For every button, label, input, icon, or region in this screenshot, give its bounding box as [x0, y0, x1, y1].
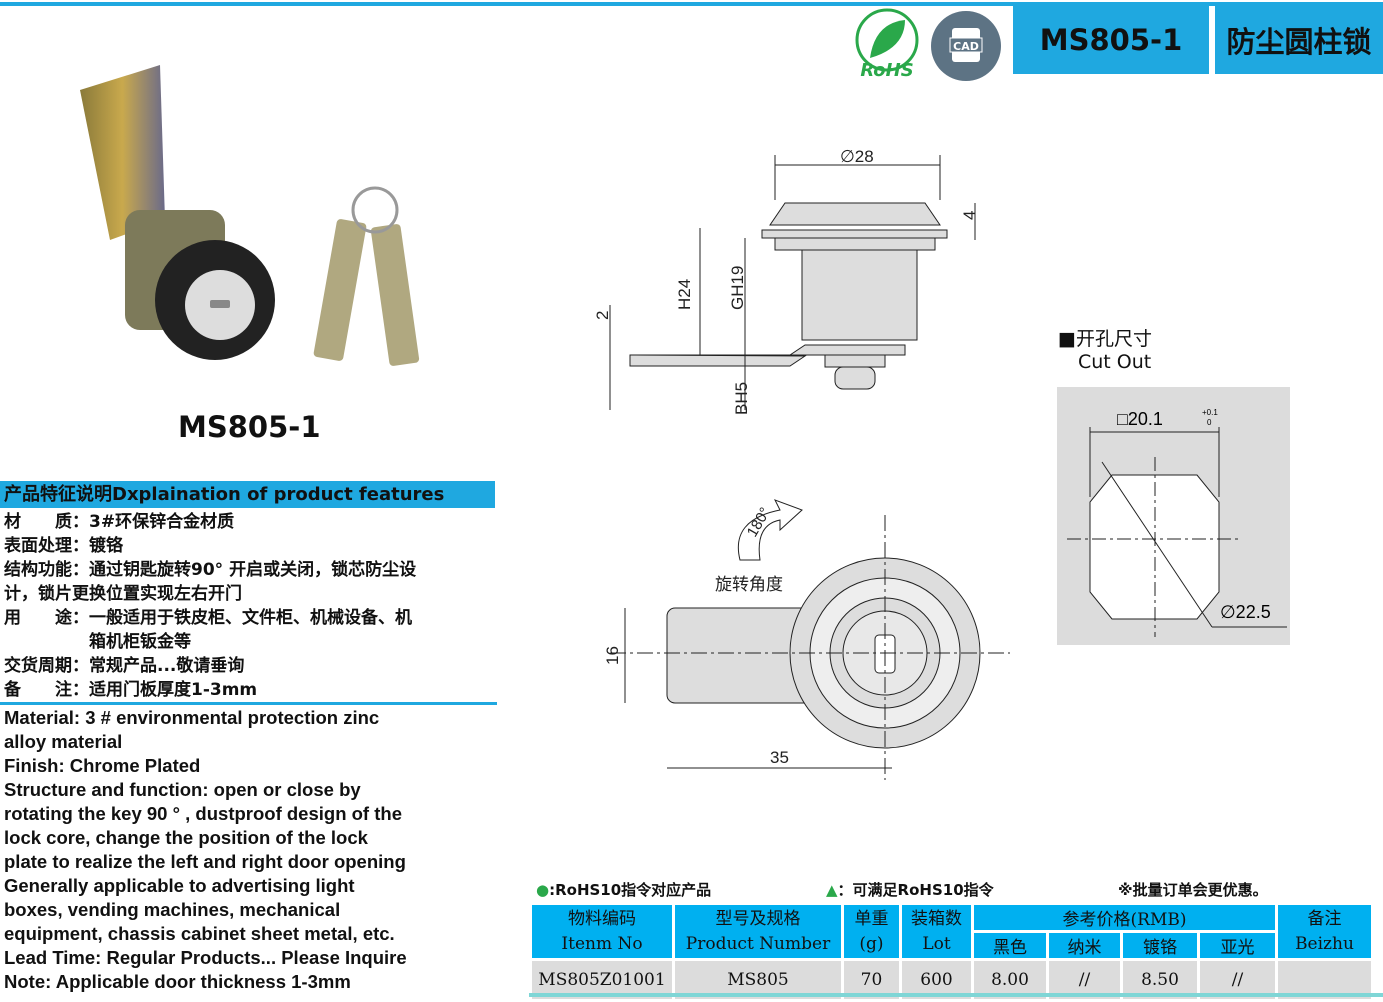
technical-drawing: ∅28 4 H24 GH19 2 BH5 180° 旋转角度 16 35 — [593, 147, 1010, 780]
product-photo — [80, 65, 420, 366]
cn-line: 用 途：一般适用于铁皮柜、文件柜、机械设备、机 — [4, 608, 412, 628]
cutout-title-cn: ■开孔尺寸 — [1058, 328, 1152, 350]
features-cn: 材 质：3#环保锌合金材质 表面处理：镀铬 结构功能：通过钥匙旋转90° 开启或… — [4, 510, 416, 702]
dim-4: 4 — [960, 211, 979, 220]
model-header: MS805-1 — [1013, 5, 1209, 74]
dim-16: 16 — [603, 646, 622, 665]
en-line: equipment, chassis cabinet sheet metal, … — [4, 923, 395, 944]
cn-line: 结构功能：通过钥匙旋转90° 开启或关闭，锁芯防尘设 — [4, 560, 417, 580]
title-header: 防尘圆柱锁 — [1215, 5, 1383, 74]
cn-line: 计，锁片更换位置实现左右开门 — [4, 584, 242, 604]
en-line: boxes, vending machines, mechanical — [4, 899, 341, 920]
en-line: plate to realize the left and right door… — [4, 851, 406, 872]
cutout-drawing: □20.1 +0.1 0 ∅22.5 — [1057, 387, 1290, 645]
dim-d28: ∅28 — [840, 147, 874, 166]
en-line: Material: 3 # environmental protection z… — [4, 707, 380, 728]
rotation-label: 旋转角度 — [715, 575, 783, 594]
cn-line: 备 注：适用门板厚度1-3mm — [4, 680, 258, 700]
dim-gh19: GH19 — [728, 266, 747, 310]
bottom-rule — [529, 993, 1383, 997]
en-line: lock core, change the position of the lo… — [4, 827, 368, 848]
dim-h24: H24 — [675, 279, 694, 310]
cutout-title-en: Cut Out — [1078, 351, 1152, 373]
product-caption: MS805-1 — [178, 410, 321, 444]
en-line: Structure and function: open or close by — [4, 779, 361, 800]
dim-bh5: BH5 — [732, 382, 751, 415]
en-line: Generally applicable to advertising ligh… — [4, 875, 355, 896]
legend-triangle: ▲：可满足RoHS10指令 — [826, 881, 994, 899]
en-line: Lead Time: Regular Products... Please In… — [4, 947, 407, 968]
cutout-title: ■开孔尺寸 Cut Out — [1058, 328, 1152, 374]
dim-35: 35 — [770, 748, 789, 767]
features-title: 产品特征说明Dxplaination of product features — [0, 481, 495, 508]
top-rule — [0, 2, 1383, 6]
tol-up: +0.1 — [1202, 408, 1218, 417]
cad-icon[interactable]: CAD — [930, 10, 1002, 82]
legend-note: ※批量订单会更优惠。 — [1118, 881, 1268, 899]
en-line: Finish: Chrome Plated — [4, 755, 201, 776]
legend-rohs: ●:RoHS10指令对应产品 — [536, 881, 712, 899]
cutout-diameter: ∅22.5 — [1220, 602, 1271, 622]
price-header: 参考价格(RMB) — [974, 905, 1275, 930]
dim-2: 2 — [593, 311, 612, 320]
svg-text:CAD: CAD — [953, 40, 979, 53]
rohs-logo: RoHS — [855, 8, 919, 80]
divider — [0, 702, 497, 705]
tol-down: 0 — [1207, 418, 1212, 427]
en-line: rotating the key 90 ° , dustproof design… — [4, 803, 402, 824]
en-line: alloy material — [4, 731, 123, 752]
features-en: Material: 3 # environmental protection z… — [4, 706, 504, 994]
svg-text:RoHS: RoHS — [860, 60, 913, 80]
cn-line: 箱机柜钣金等 — [4, 632, 191, 652]
cutout-square-dim: □20.1 — [1117, 409, 1163, 429]
en-line: Note: Applicable door thickness 1-3mm — [4, 971, 351, 992]
cn-line: 表面处理：镀铬 — [4, 536, 123, 556]
cn-line: 交货周期：常规产品...敬请垂询 — [4, 656, 245, 676]
cn-line: 材 质：3#环保锌合金材质 — [4, 512, 235, 532]
